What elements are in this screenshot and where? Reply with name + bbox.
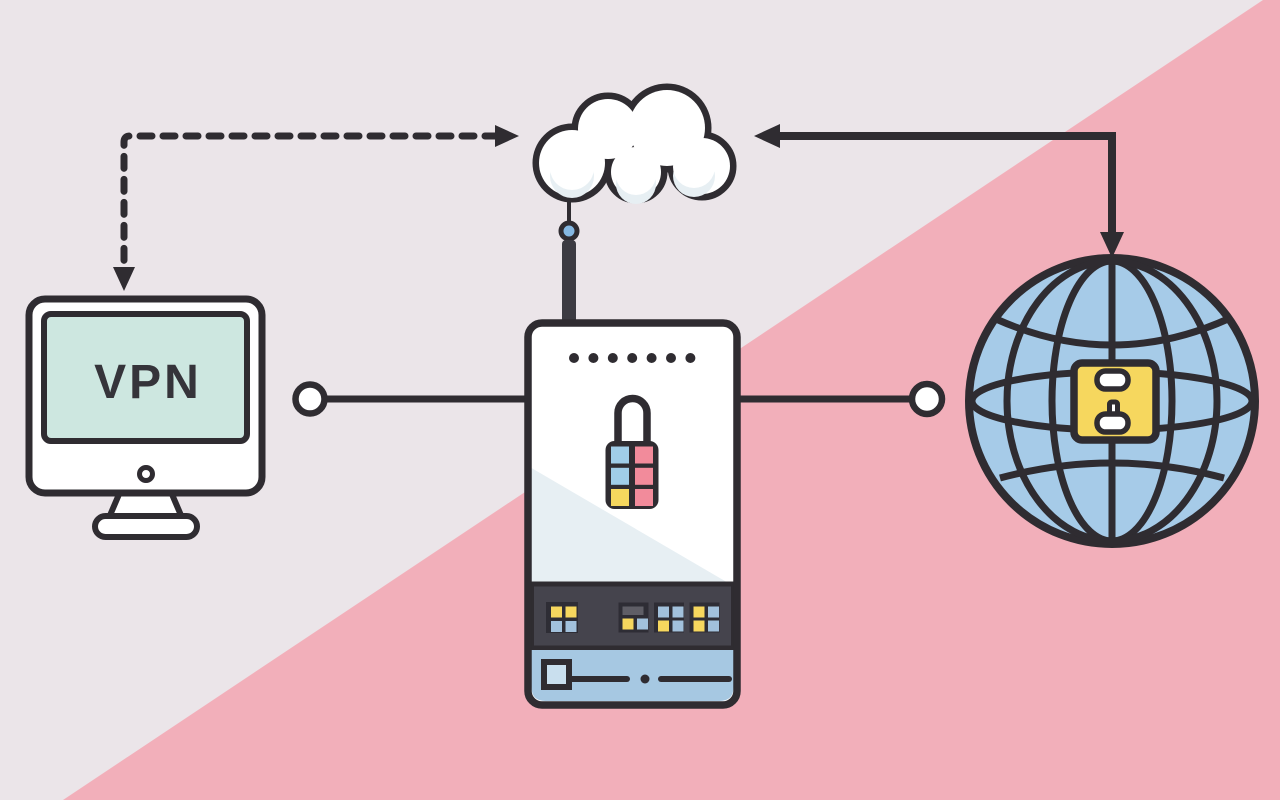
monitor-stand-base xyxy=(92,513,200,540)
link-client-server xyxy=(292,381,529,417)
globe-meridian-outer xyxy=(1003,257,1221,545)
node-circle-left xyxy=(292,381,328,417)
arrowhead-down-at-client xyxy=(113,267,135,291)
drive-bay-square xyxy=(541,659,572,690)
vpn-server xyxy=(524,195,741,709)
internet-globe-icon xyxy=(965,254,1259,548)
padlock-shackle xyxy=(614,394,651,444)
arrowhead-right-at-cloud xyxy=(495,125,519,147)
arrowhead-left-at-cloud xyxy=(754,124,780,148)
antenna-mast xyxy=(562,240,576,328)
solid-connector-line xyxy=(779,132,1116,232)
arrowhead-down-at-globe xyxy=(1100,232,1124,258)
padlock-icon xyxy=(605,394,659,509)
antenna-tip-dot xyxy=(558,220,580,242)
port-block-3 xyxy=(654,602,684,633)
globe-parallel-south xyxy=(999,459,1225,482)
vpn-label: VPN xyxy=(94,356,202,409)
client-monitor: VPN xyxy=(25,295,266,540)
port-block-1 xyxy=(546,602,578,633)
node-circle-right xyxy=(908,380,946,418)
archive-box-icon xyxy=(1070,359,1160,444)
dashed-connector-line xyxy=(120,132,501,266)
solid-arrow-internet-cloud xyxy=(754,124,1124,258)
monitor-power-dot xyxy=(137,465,155,483)
archive-slot-top xyxy=(1094,368,1131,392)
archive-slot-bottom xyxy=(1094,411,1131,435)
server-body-shading xyxy=(531,468,734,586)
port-block-4 xyxy=(689,602,720,633)
cloud-icon xyxy=(532,83,737,204)
globe-parallel-north xyxy=(994,315,1230,349)
port-block-2 xyxy=(618,602,649,633)
server-outline xyxy=(524,319,741,709)
server-status-dots xyxy=(569,353,696,363)
monitor-screen xyxy=(41,311,250,444)
server-bottom-panel xyxy=(531,650,734,701)
link-server-internet xyxy=(736,380,946,418)
dashed-arrow-client-cloud xyxy=(113,125,519,291)
cloud-shading xyxy=(550,146,715,204)
front-panel-dot xyxy=(640,674,650,684)
